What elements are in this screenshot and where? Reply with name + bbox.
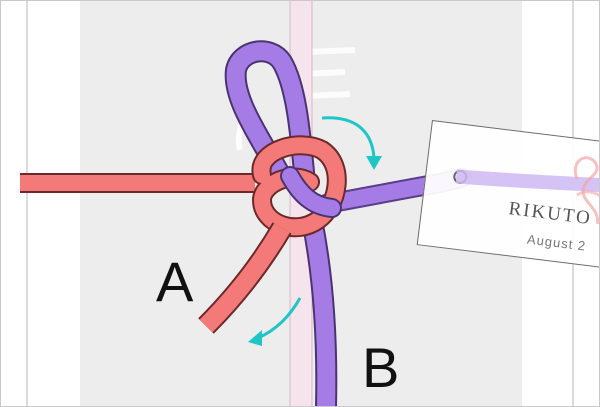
arrow-icon <box>248 297 302 346</box>
arrow-icon <box>321 116 382 170</box>
cord-b-end <box>303 218 336 407</box>
label-end-b: B <box>362 336 400 399</box>
cord-a-knot <box>253 137 345 236</box>
cord-b-loop <box>226 42 313 187</box>
label-end-a: A <box>156 250 194 313</box>
cord-a-end <box>199 223 290 333</box>
name-tag: RIKUTO August 2 <box>416 120 600 269</box>
flamingo-icon <box>453 156 600 225</box>
cord-b-cross <box>282 168 340 216</box>
